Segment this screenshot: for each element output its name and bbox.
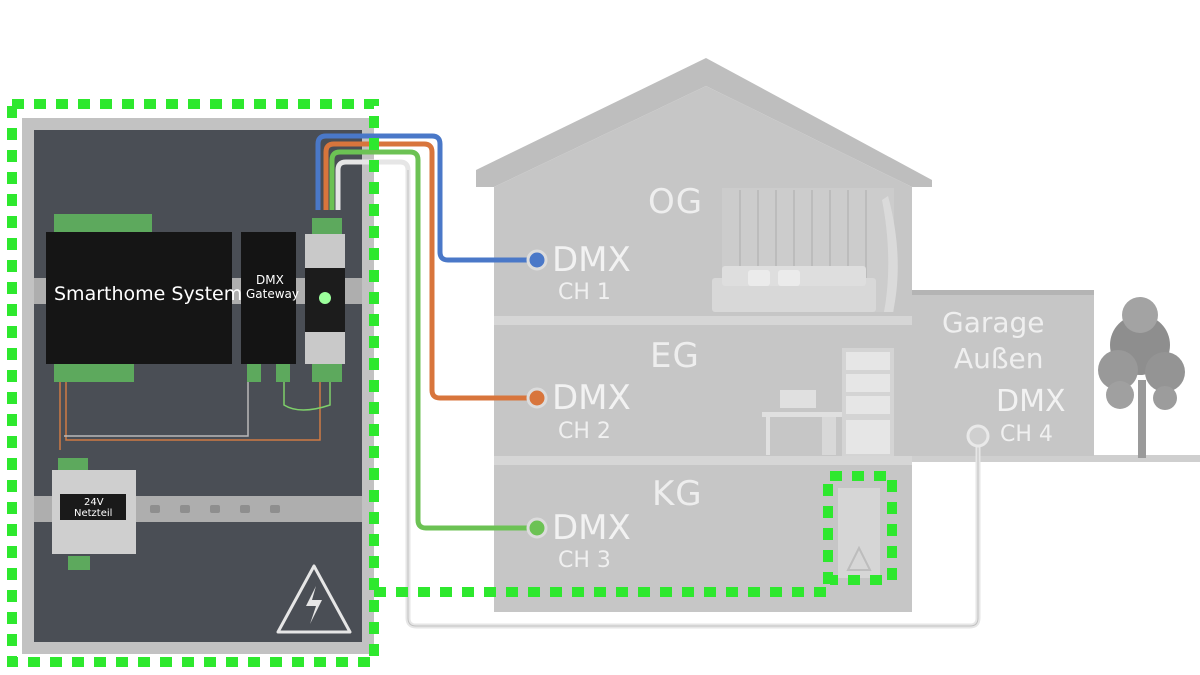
channel-label-ch2: CH 2 — [558, 419, 611, 444]
dmx-label-ch4: DMX — [996, 384, 1066, 419]
basement-subpanel — [838, 488, 880, 578]
dmx-cable-outlines — [407, 170, 979, 627]
node-ch1 — [526, 249, 548, 271]
dmx-gateway-device — [241, 232, 296, 364]
psu-label-line1: 24V — [84, 497, 104, 508]
living-room-furniture — [712, 188, 898, 312]
dmx-connection-nodes — [526, 249, 990, 539]
smarthome-system-label: Smarthome System — [54, 283, 243, 305]
dmx-label-ch2: DMX — [552, 378, 631, 418]
office-furniture — [762, 348, 894, 456]
tree-illustration — [1098, 297, 1185, 458]
cable-ch2 — [323, 141, 536, 401]
dmx-label-ch1: DMX — [552, 240, 631, 280]
gateway-label-line1: DMX — [256, 273, 284, 287]
smarthome-system-device — [46, 232, 232, 364]
distribution-cabinet — [22, 118, 374, 654]
high-voltage-warning-icon — [276, 564, 352, 634]
node-ch3 — [526, 517, 548, 539]
floor-label-kg: KG — [652, 474, 703, 514]
floor-label-eg: EG — [650, 336, 700, 376]
terminal-blocks — [54, 214, 342, 570]
cable-ch4 — [335, 159, 981, 629]
garage-building — [906, 290, 1094, 456]
gateway-label-line2: Gateway — [246, 287, 300, 301]
ground-line — [880, 455, 1200, 462]
dmx-label-ch3: DMX — [552, 508, 631, 548]
node-ch4 — [966, 424, 990, 448]
status-led — [319, 292, 331, 304]
highlight-frames — [7, 99, 897, 667]
garage-label-line1: Garage — [942, 306, 1045, 339]
dmx-interface-module — [305, 234, 345, 364]
node-ch2 — [526, 387, 548, 409]
cable-ch3 — [329, 149, 536, 531]
cable-ch1 — [315, 133, 536, 263]
channel-label-ch1: CH 1 — [558, 280, 611, 305]
channel-label-ch3: CH 3 — [558, 548, 611, 573]
channel-label-ch4: CH 4 — [1000, 422, 1053, 447]
psu-label-line2: Netzteil — [74, 508, 113, 519]
internal-wiring — [59, 382, 331, 450]
garage-label-line2: Außen — [954, 342, 1044, 375]
dmx-cables — [315, 133, 981, 629]
floor-label-og: OG — [648, 182, 704, 222]
connection-highlight — [374, 471, 897, 597]
